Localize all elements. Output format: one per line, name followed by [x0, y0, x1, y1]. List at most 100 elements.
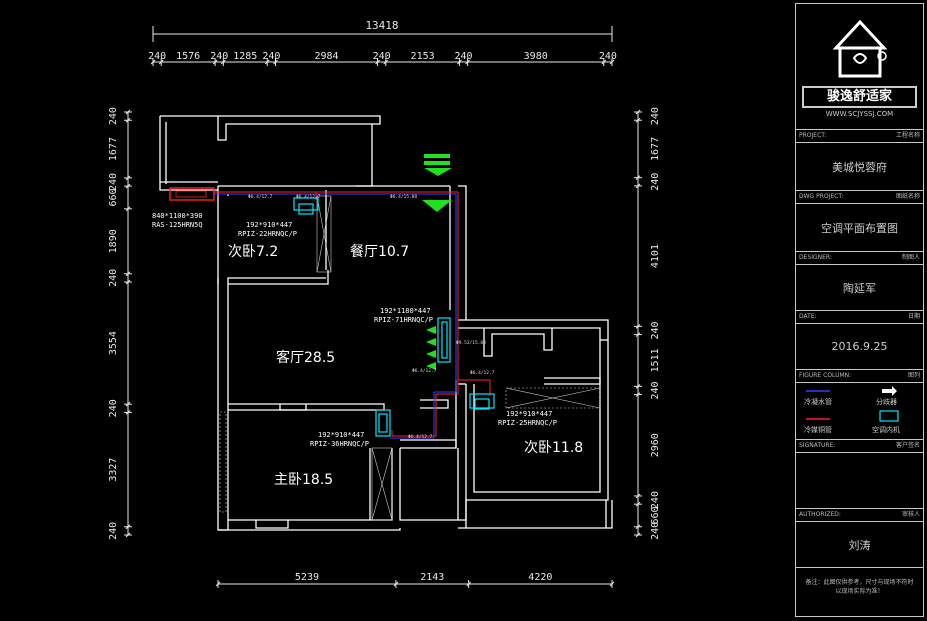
left-dim-tick-slash: [125, 206, 131, 212]
top-dim-label: 240: [373, 51, 391, 62]
dwg-header: DWG PROJECT: 图纸名称: [796, 191, 923, 204]
date-label: DATE:: [799, 313, 817, 320]
refrigerant-pipes: [214, 191, 491, 439]
right-dim-label: 240: [650, 522, 661, 540]
left-dim-label: 1677: [108, 137, 119, 161]
left-dim-tick-slash: [125, 109, 131, 115]
legend-symbols: [806, 386, 899, 422]
signature-header: SIGNATURE: 客户签名: [796, 440, 923, 453]
right-dim-tick-slash: [635, 117, 641, 123]
eq-bed3-size: 192*910*447: [506, 410, 552, 418]
legend-condensate: 冷凝水管: [804, 398, 832, 406]
left-dim-tick-slash: [125, 279, 131, 285]
dim-overall-top: 13418: [365, 19, 398, 32]
authorized-header: AUTHORIZED: 审核人: [796, 509, 923, 522]
eq-living-model: RPIZ-71HRNQC/P: [374, 316, 433, 324]
right-dim-label: 1511: [650, 348, 661, 372]
right-dim-tick-slash: [635, 109, 641, 115]
left-dim-label: 3327: [108, 458, 119, 482]
authorized-label: AUTHORIZED:: [799, 511, 841, 518]
legend-indoor-unit: 空调内机: [872, 426, 900, 434]
bottom-dim-label: 2143: [420, 572, 444, 583]
top-dim-tick-slash: [220, 59, 226, 65]
svg-text:Φ6.4/15.88: Φ6.4/15.88: [390, 194, 417, 200]
top-dim-label: 240: [262, 51, 280, 62]
right-dim-tick-slash: [635, 383, 641, 389]
figure-label-cn: 图列: [907, 372, 920, 379]
eq-bed2-size: 192*910*447: [246, 221, 292, 229]
top-dim-label: 1576: [176, 51, 200, 62]
top-dim-label: 240: [148, 51, 166, 62]
top-dim-tick-slash: [158, 59, 164, 65]
bottom-dim-tick-slash: [215, 581, 221, 587]
bottom-dim-tick-slash: [466, 581, 472, 587]
designer-value: 陶延军: [796, 265, 923, 311]
top-dim-tick-slash: [375, 59, 380, 65]
bottom-dim-tick-slash: [393, 581, 399, 587]
eq-bed2-model: RPIZ-22HRNQC/P: [238, 230, 297, 238]
top-dim-tick-slash: [264, 59, 270, 65]
right-dim-tick-slash: [635, 501, 641, 507]
svg-text:Φ6.4/12.7: Φ6.4/12.7: [408, 434, 433, 440]
eq-bed3-model: RPIZ-25HRNQC/P: [498, 419, 557, 427]
right-dim-tick-slash: [635, 532, 641, 538]
brand-url: WWW.SCJYSSJ.COM: [825, 110, 894, 118]
right-dim-label: 660: [650, 506, 661, 524]
dwg-value: 空调平面布置图: [796, 204, 923, 252]
left-dim-tick-slash: [125, 524, 131, 530]
designer-label: DESIGNER:: [799, 254, 832, 261]
signature-label-cn: 客户签名: [895, 442, 920, 449]
right-dim-label: 1677: [650, 137, 661, 161]
authorized-label-cn: 审核人: [901, 511, 920, 518]
left-dim-tick-slash: [125, 175, 131, 181]
legend: 冷凝水管 分歧器 冷媒铜管 空调内机: [796, 383, 923, 440]
note-text: 备注：此图仅供参考，尺寸与现场不符时以现场实际为准！: [805, 579, 914, 595]
left-dim-label: 240: [108, 173, 119, 191]
supply-air-arrows: [422, 154, 452, 370]
date-label-cn: 日期: [907, 313, 920, 320]
right-dim-tick-slash: [635, 524, 641, 530]
room-label-bedroom3: 次卧11.8: [524, 440, 583, 456]
dwg-label-cn: 图纸名称: [895, 193, 920, 200]
left-dim-label: 660: [108, 188, 119, 206]
top-dim-tick-slash: [465, 59, 470, 65]
title-block: 骏逸舒适家 WWW.SCJYSSJ.COM PROJECT: 工程名称 美城悦蓉…: [795, 3, 924, 617]
right-dim-tick-slash: [635, 332, 641, 337]
logo-area: 骏逸舒适家 WWW.SCJYSSJ.COM: [796, 4, 923, 130]
room-label-living: 客厅28.5: [276, 349, 335, 366]
left-dim-label: 1890: [108, 229, 119, 253]
right-dim-tick-slash: [635, 183, 641, 189]
right-dim-tick-slash: [635, 493, 641, 499]
right-dim-label: 240: [650, 173, 661, 191]
bottom-dim-label: 5239: [295, 572, 319, 583]
legend-branch: 分歧器: [876, 398, 897, 406]
right-dim-label: 240: [650, 321, 661, 339]
left-dim-tick-slash: [125, 271, 131, 277]
left-dim-tick-slash: [125, 401, 131, 407]
equipment-labels: 840*1100*390 RAS-125HRN5Q 192*910*447 RP…: [152, 212, 557, 448]
left-dim-label: 240: [108, 522, 119, 540]
svg-text:Φ9.52/15.88: Φ9.52/15.88: [456, 340, 486, 346]
right-dim-label: 240: [650, 381, 661, 399]
top-dim-label: 240: [599, 51, 617, 62]
eq-master-model: RPIZ-36HRNQC/P: [310, 440, 369, 448]
right-dim-tick-slash: [635, 392, 641, 397]
left-dim-label: 240: [108, 269, 119, 287]
top-dim-tick-slash: [150, 59, 156, 65]
authorized-value: 刘涛: [796, 522, 923, 568]
left-dim-label: 3554: [108, 331, 119, 355]
date-header: DATE: 日期: [796, 311, 923, 324]
left-dim-label: 240: [108, 399, 119, 417]
project-value: 美城悦蓉府: [796, 143, 923, 191]
top-dim-label: 3980: [524, 51, 548, 62]
right-dim-label: 240: [650, 491, 661, 509]
top-dim-tick-slash: [609, 59, 615, 65]
house-logo-icon: [832, 19, 888, 78]
top-dim-label: 240: [210, 51, 228, 62]
left-dim-label: 240: [108, 107, 119, 125]
top-dim-label: 2153: [411, 51, 435, 62]
right-dim-label: 4101: [650, 244, 661, 268]
